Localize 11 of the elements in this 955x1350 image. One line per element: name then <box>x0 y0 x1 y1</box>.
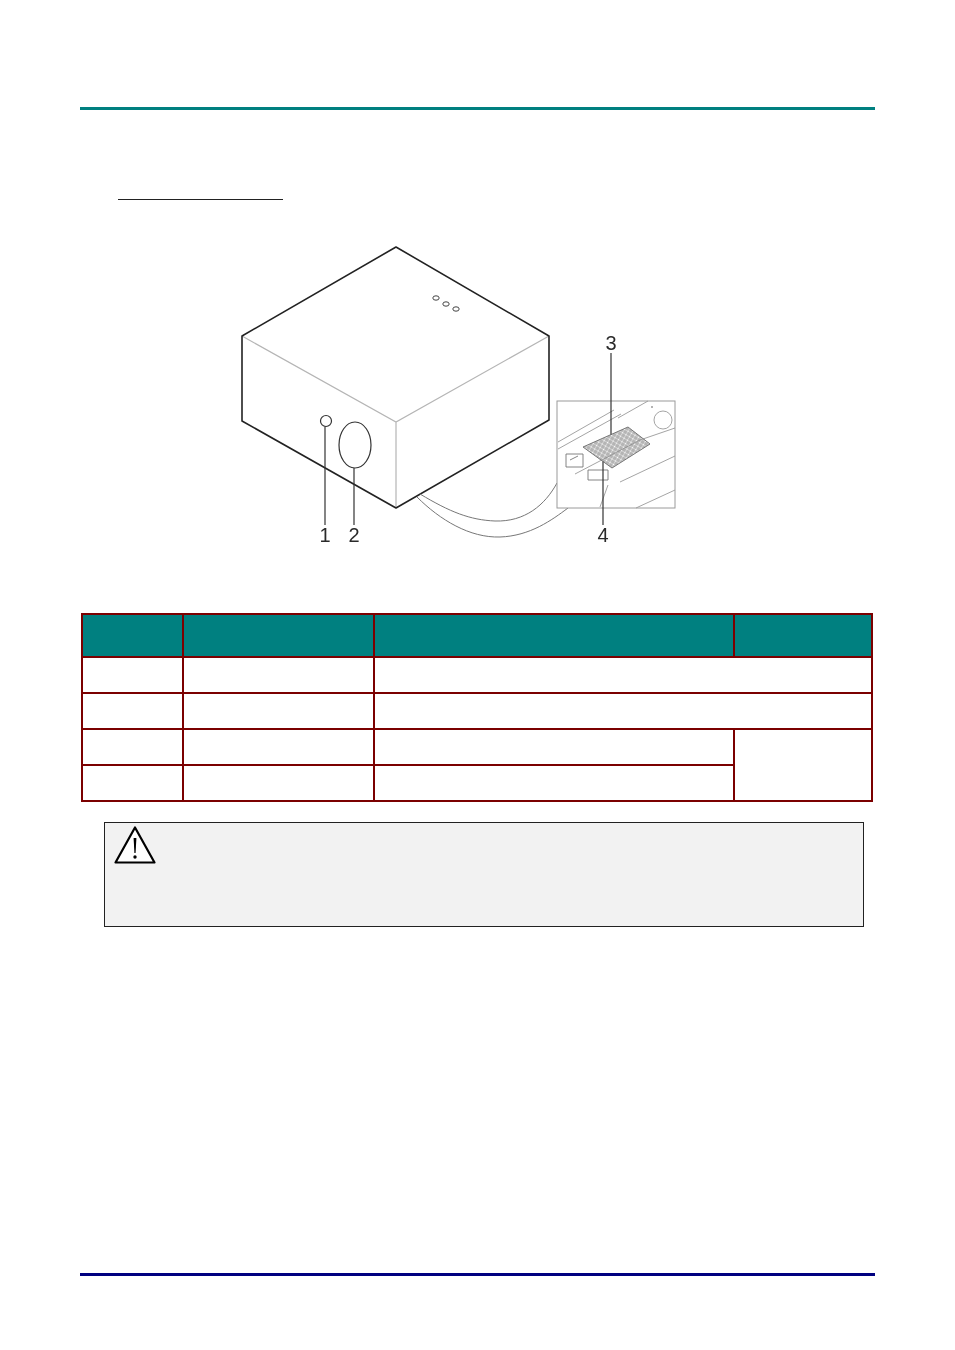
callout-number: 1 <box>317 525 333 545</box>
lens <box>338 421 372 469</box>
leader-line <box>610 352 612 436</box>
leader-line <box>602 460 604 526</box>
callout-number: 2 <box>346 525 362 545</box>
leader-line <box>353 467 355 526</box>
vent-grille <box>582 426 651 469</box>
sensor-circle <box>319 414 333 428</box>
leader-line <box>324 425 326 526</box>
callout-number: 4 <box>595 525 611 545</box>
callout-number: 3 <box>603 333 619 353</box>
